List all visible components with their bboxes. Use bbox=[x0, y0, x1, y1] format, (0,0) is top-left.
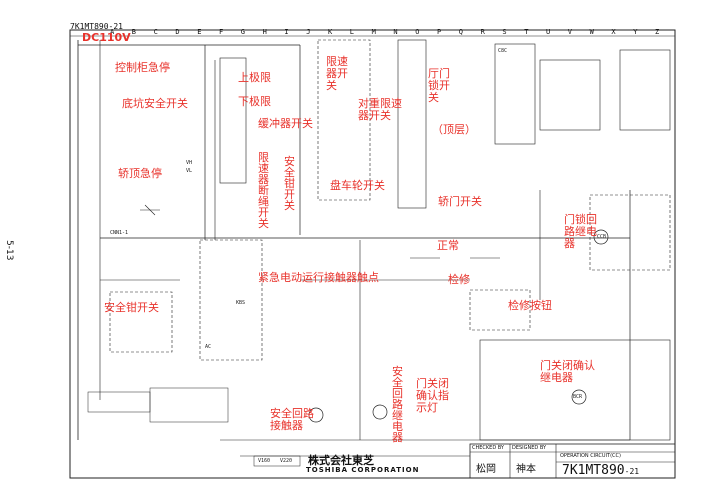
column-letter: X bbox=[611, 28, 616, 36]
column-letter: V bbox=[567, 28, 573, 36]
column-letter: A bbox=[110, 28, 115, 36]
label-cnn: CNN1-1 bbox=[110, 230, 129, 236]
annotation-counterweight-overspeed-switch: 对重限速器开关 bbox=[358, 97, 402, 122]
annotation-hand-wheel-switch: 盘车轮开关 bbox=[330, 179, 385, 192]
page-number: 5-13 bbox=[4, 240, 14, 261]
column-letter: F bbox=[219, 28, 224, 36]
column-letter: B bbox=[131, 28, 137, 36]
drawing-number-top: 7K1MT890 bbox=[70, 22, 109, 31]
column-letter: U bbox=[546, 28, 551, 36]
annotation-emergency-run-contactor: 紧急电动运行接触器触点 bbox=[258, 271, 379, 284]
column-letter: I bbox=[284, 28, 289, 36]
column-letter: C bbox=[153, 28, 158, 36]
label-vl: VL bbox=[186, 168, 193, 174]
company-name-english: TOSHIBA CORPORATION bbox=[306, 466, 420, 474]
drawing-number-suffix: -21 bbox=[624, 467, 640, 476]
column-letter: D bbox=[175, 28, 180, 36]
voltage-label: DC110V bbox=[82, 31, 131, 44]
column-letter: L bbox=[349, 28, 355, 36]
annotation-normal: 正常 bbox=[437, 239, 459, 252]
operation-circuit-label: OPERATION CIRCUIT(CC) bbox=[560, 453, 621, 459]
label-ac: AC bbox=[205, 344, 212, 350]
label-v160: V160 bbox=[258, 458, 271, 464]
annotation-pit-safety-switch: 底坑安全开关 bbox=[122, 97, 188, 110]
label-ccb: CCB bbox=[597, 234, 607, 240]
checker-name: 松岡 bbox=[476, 464, 496, 475]
drawing-number: 7K1MT890-21 bbox=[562, 463, 639, 478]
annotation-inspection: 检修 bbox=[448, 273, 470, 286]
column-letter: T bbox=[524, 28, 529, 36]
annotation-safety-gear-switch-upper: 安全钳开关 bbox=[284, 155, 295, 212]
label-v220: V220 bbox=[280, 458, 293, 464]
annotation-car-top-stop: 轿顶急停 bbox=[118, 167, 162, 180]
annotation-door-lock-circuit-relay: 门锁回路继电器 bbox=[564, 213, 597, 250]
column-letter: W bbox=[589, 28, 594, 36]
column-letter: P bbox=[437, 28, 442, 36]
annotation-door-closed-confirm-relay: 门关闭确认继电器 bbox=[540, 359, 595, 384]
designer-name: 神本 bbox=[516, 464, 536, 475]
company-name: 株式会社東芝 bbox=[308, 454, 374, 467]
column-letter: J bbox=[306, 28, 311, 36]
annotation-buffer-switch: 缓冲器开关 bbox=[258, 117, 313, 130]
label-c8c: C8C bbox=[498, 48, 508, 54]
annotation-safety-gear-switch-lower: 安全钳开关 bbox=[104, 301, 159, 314]
column-letter: H bbox=[262, 28, 267, 36]
column-letter: E bbox=[197, 28, 202, 36]
annotation-car-door-switch: 轿门开关 bbox=[438, 195, 482, 208]
label-kbs: KBS bbox=[236, 300, 246, 306]
column-letter: M bbox=[371, 28, 376, 36]
column-letter: G bbox=[240, 28, 246, 36]
drawing-number-main: 7K1MT890 bbox=[562, 463, 625, 478]
label-bcr: BCR bbox=[573, 394, 583, 400]
column-letter: Z bbox=[655, 28, 660, 36]
annotation-overspeed-rope-switch: 限速器断绳开关 bbox=[258, 151, 269, 230]
drawing-suffix-top: -21 bbox=[108, 22, 123, 31]
annotation-overspeed-switch: 限速器开关 bbox=[326, 55, 348, 92]
annotation-control-cabinet-stop: 控制柜急停 bbox=[115, 61, 170, 74]
column-letter: N bbox=[393, 28, 398, 36]
column-letter: Y bbox=[633, 28, 638, 36]
annotation-hall-door-lock-switch: 厅门锁开关 bbox=[428, 67, 450, 104]
column-letter: Q bbox=[458, 28, 464, 36]
annotation-top-floor: （顶层） bbox=[432, 123, 476, 136]
annotation-lower-limit: 下极限 bbox=[238, 95, 271, 108]
annotation-door-closed-confirm-light: 门关闭确认指示灯 bbox=[416, 377, 449, 414]
checked-by-label: CHECKED BY bbox=[472, 445, 504, 451]
column-letter: S bbox=[502, 28, 507, 36]
annotation-safety-circuit-relay: 安全回路继电器 bbox=[392, 365, 403, 444]
annotation-inspection-button: 检修按钮 bbox=[508, 299, 552, 312]
designed-by-label: DESIGNED BY bbox=[512, 445, 547, 451]
column-letter: O bbox=[415, 28, 420, 36]
column-letter: R bbox=[480, 28, 485, 36]
annotation-safety-circuit-contactor: 安全回路接触器 bbox=[270, 407, 314, 432]
label-vh: VH bbox=[186, 160, 193, 166]
annotation-upper-limit: 上极限 bbox=[238, 71, 271, 84]
column-letter: K bbox=[328, 28, 333, 36]
